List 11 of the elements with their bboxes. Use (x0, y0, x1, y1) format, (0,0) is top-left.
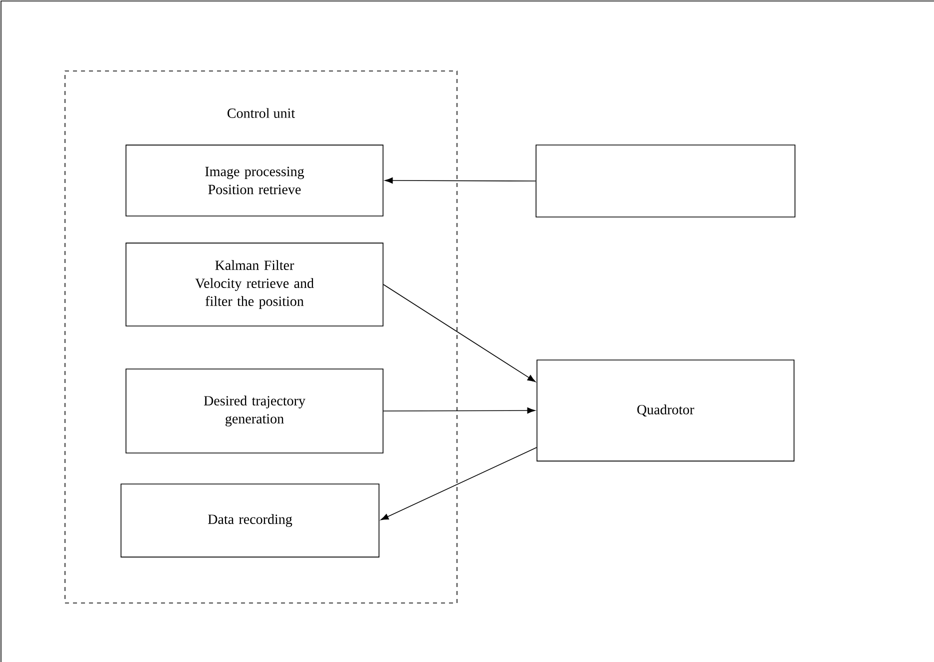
empty-box (536, 144, 796, 218)
process-box: Data recording (120, 484, 380, 558)
process-box: Image processing Position retrieve (126, 144, 384, 216)
process-box: Quadrotor (536, 360, 794, 462)
arrow (380, 447, 537, 520)
arrow (383, 284, 536, 382)
arrow (384, 177, 536, 184)
arrow (383, 407, 536, 414)
process-box: Desired trajectory generation (126, 368, 384, 454)
process-box: Kalman Filter Velocity retrieve and filter the position (126, 242, 384, 326)
group-heading: Control unit (228, 108, 295, 118)
